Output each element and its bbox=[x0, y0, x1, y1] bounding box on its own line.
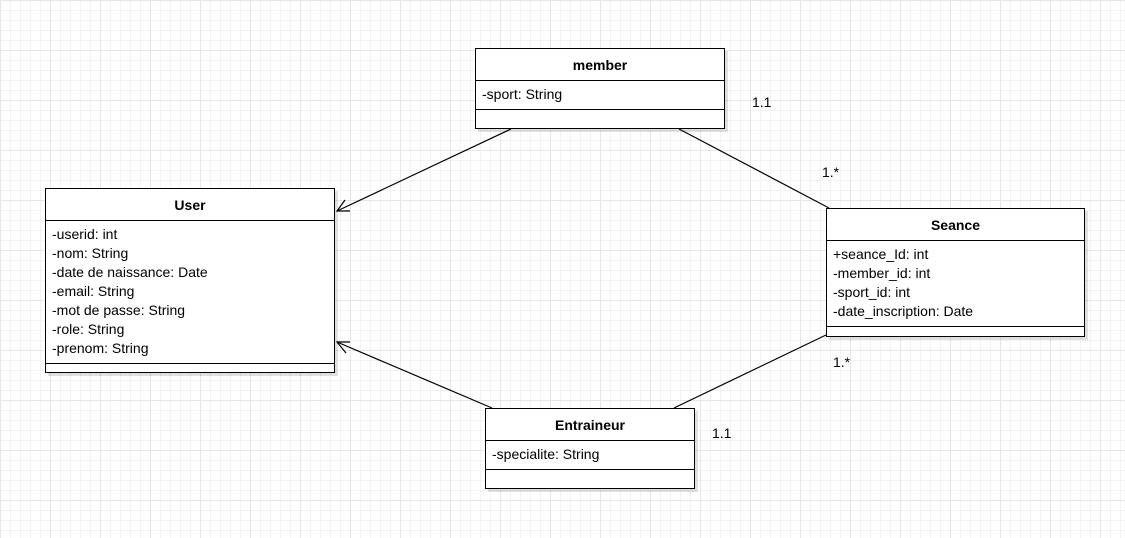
attributes-seance: +seance_Id: int -member_id: int -sport_i… bbox=[827, 241, 1084, 327]
attribute: +seance_Id: int bbox=[833, 246, 929, 262]
attribute: -userid: int bbox=[52, 226, 118, 242]
multiplicity-entraineur-end: 1.1 bbox=[712, 425, 732, 441]
attribute: -member_id: int bbox=[833, 265, 931, 281]
generalization-entraineur-user[interactable] bbox=[336, 341, 493, 409]
attribute: -date de naissance: Date bbox=[52, 264, 208, 280]
multiplicity-member-end: 1.1 bbox=[752, 94, 772, 110]
attributes-user: -userid: int -nom: String -date de naiss… bbox=[46, 221, 334, 364]
methods-entraineur bbox=[486, 470, 694, 488]
attributes-entraineur: -specialite: String bbox=[486, 441, 694, 470]
class-name-seance: Seance bbox=[827, 209, 1084, 241]
attribute: -sport: String bbox=[482, 86, 563, 102]
attribute: -sport_id: int bbox=[833, 284, 911, 300]
association-member-seance[interactable] bbox=[678, 128, 830, 209]
class-name-member: member bbox=[476, 49, 724, 81]
class-user[interactable]: User -userid: int -nom: String -date de … bbox=[45, 188, 335, 373]
arrowhead-member-user bbox=[335, 199, 350, 212]
attribute: -specialite: String bbox=[492, 446, 600, 462]
class-member[interactable]: member -sport: String bbox=[475, 48, 725, 129]
attributes-member: -sport: String bbox=[476, 81, 724, 110]
attribute: -role: String bbox=[52, 321, 125, 337]
multiplicity-seance-end: 1.* bbox=[833, 354, 851, 370]
methods-member bbox=[476, 110, 724, 128]
methods-seance bbox=[827, 327, 1084, 337]
attribute: -email: String bbox=[52, 283, 135, 299]
multiplicity-seance-end: 1.* bbox=[822, 164, 840, 180]
association-seance-entraineur[interactable] bbox=[673, 334, 827, 409]
class-entraineur[interactable]: Entraineur -specialite: String bbox=[485, 408, 695, 489]
arrowhead-entraineur-user bbox=[335, 341, 350, 354]
methods-user bbox=[46, 364, 334, 375]
attribute: -nom: String bbox=[52, 245, 129, 261]
class-name-entraineur: Entraineur bbox=[486, 409, 694, 441]
attribute: -mot de passe: String bbox=[52, 302, 186, 318]
class-seance[interactable]: Seance +seance_Id: int -member_id: int -… bbox=[826, 208, 1085, 337]
attribute: -date_inscription: Date bbox=[833, 303, 974, 319]
class-name-user: User bbox=[46, 189, 334, 221]
attribute: -prenom: String bbox=[52, 340, 149, 356]
generalization-member-user[interactable] bbox=[336, 128, 512, 212]
